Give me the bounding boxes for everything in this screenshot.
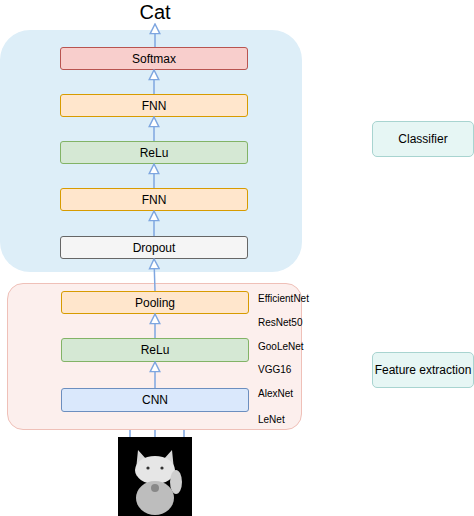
flow-arrow: [154, 259, 155, 291]
flow-arrow: [154, 314, 156, 338]
node-label: Dropout: [133, 241, 176, 255]
node-label: Pooling: [135, 296, 175, 310]
legend-tag: Classifier: [372, 121, 474, 157]
node-label: FNN: [142, 193, 167, 207]
output-label: Cat: [125, 0, 185, 24]
classifier-band: [0, 30, 302, 272]
activation-box: ReLu: [61, 338, 249, 362]
model-name: ResNet50: [258, 317, 302, 329]
node-label: CNN: [142, 393, 168, 407]
node-label: Softmax: [132, 52, 176, 66]
cat-head: [135, 456, 175, 484]
softmax-box: Softmax: [60, 47, 248, 70]
layer-box: FNN: [60, 188, 248, 211]
model-name: AlexNet: [258, 388, 293, 400]
activation-box: ReLu: [60, 141, 248, 164]
node-label: Classifier: [398, 132, 447, 146]
cat-eye: [160, 466, 163, 469]
node-label: Feature extraction: [375, 363, 472, 377]
image-frame: [118, 437, 192, 516]
layer-box: Pooling: [61, 291, 249, 314]
cat-bell: [151, 484, 159, 492]
node-label: ReLu: [140, 146, 169, 160]
legend-tag: Feature extraction: [372, 352, 474, 388]
model-name: LeNet: [258, 414, 285, 426]
cat-body: [136, 481, 174, 515]
conv-box: CNN: [61, 388, 249, 412]
dropout-box: Dropout: [60, 236, 248, 259]
flow-arrow: [153, 211, 155, 236]
node-label: FNN: [142, 99, 167, 113]
feature-band: EfficientNetResNet50GooLeNetVGG16AlexNet…: [7, 283, 302, 430]
input-image: [118, 437, 192, 516]
cat-eye: [146, 466, 149, 469]
flow-arrow: [153, 117, 155, 141]
output-arrow: [154, 24, 156, 47]
model-name: GooLeNet: [258, 341, 304, 353]
model-name: VGG16: [258, 364, 291, 376]
flow-arrow: [153, 70, 155, 94]
cat-paw: [170, 470, 182, 494]
node-label: ReLu: [141, 343, 170, 357]
layer-box: FNN: [60, 94, 248, 117]
model-name: EfficientNet: [258, 293, 309, 305]
flow-arrow: [153, 164, 155, 188]
flow-arrow: [154, 362, 156, 388]
